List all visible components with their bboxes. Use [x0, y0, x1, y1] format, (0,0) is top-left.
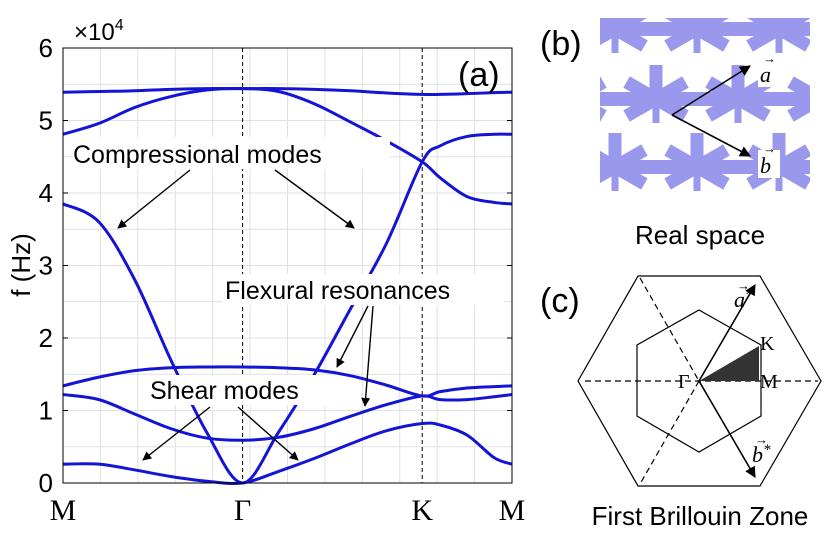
exponent-label: ×104 — [74, 17, 124, 46]
lattice-arm — [820, 82, 830, 99]
vector-a-arrow — [671, 65, 751, 116]
lattice-cell — [705, 65, 771, 123]
point-gamma: Γ — [678, 371, 690, 393]
reciprocal-hexagon-outer — [577, 275, 822, 487]
lattice-cell — [623, 65, 689, 123]
lattice-arm — [600, 150, 619, 173]
vector-b-star-overarrow: → — [755, 432, 768, 447]
lattice-arm — [664, 144, 701, 173]
lattice-cell — [746, 18, 810, 53]
axis-dashed-upper — [639, 277, 700, 382]
lattice-arm — [611, 144, 648, 173]
vector-a-overarrow: → — [763, 51, 776, 66]
dispersion-branch-2 — [62, 393, 513, 442]
shear-arrow-right — [237, 406, 299, 461]
lattice-cell — [600, 18, 648, 53]
dispersion-branch-5 — [62, 87, 513, 206]
dispersion-branch-1 — [62, 421, 513, 486]
lattice-arm — [545, 82, 574, 99]
axis-dashed-lower — [639, 380, 700, 485]
shear-arrow-left — [142, 406, 211, 461]
vector-b-star-arrow — [698, 380, 756, 478]
shear-label-bg — [148, 375, 326, 405]
panel-label-b: (b) — [540, 25, 582, 63]
lattice-arm — [787, 76, 810, 101]
y-axis-ticks: 0 1 2 3 4 5 6 — [39, 33, 512, 498]
y-tick-label: 6 — [39, 33, 53, 63]
y-tick-label: 1 — [39, 396, 53, 426]
lattice-arm — [820, 99, 830, 116]
vector-b-label-bg — [758, 150, 780, 178]
lattice-arm — [652, 76, 689, 105]
lattice-arm — [693, 18, 730, 35]
irreducible-zone — [699, 346, 759, 381]
panel-a: 0 1 2 3 4 5 6 M Γ K M ×104 f (Hz) (a) Compression… — [6, 17, 525, 527]
point-m: M — [760, 371, 778, 393]
panel-label-c: (c) — [540, 282, 580, 320]
compressional-arrow-left — [117, 169, 191, 229]
shear-label: Shear modes — [150, 377, 299, 405]
lattice-arm — [600, 106, 607, 122]
lattice-cells — [545, 18, 830, 191]
dispersion-branch-3 — [62, 365, 513, 398]
vector-a-label-bg — [758, 59, 780, 87]
vector-b-overarrow: → — [763, 141, 776, 156]
panel-label-a: (a) — [458, 56, 500, 94]
panel-c: (c) a* → b* → Γ K M First Brillouin Zone — [540, 275, 822, 531]
dispersion-branch-6 — [62, 87, 513, 97]
y-tick-label: 2 — [39, 323, 53, 353]
lattice-arm — [775, 18, 810, 35]
point-k: K — [760, 333, 775, 355]
lattice-arm — [664, 18, 701, 35]
flexural-arrow-2 — [361, 305, 374, 407]
flexural-label: Flexural resonances — [225, 277, 450, 305]
compressional-label-bg — [72, 137, 390, 169]
x-tick-label: M — [499, 494, 526, 527]
vector-b-arrow — [671, 114, 751, 157]
caption-brillouin-zone: First Brillouin Zone — [592, 501, 809, 531]
lattice-arm — [705, 76, 742, 105]
x-tick-label: K — [411, 494, 433, 527]
vector-a-star-arrow — [698, 284, 756, 382]
y-tick-label: 4 — [39, 178, 53, 208]
y-tick-label: 0 — [39, 468, 53, 498]
panel-b: (b) a → b → Real space — [540, 18, 830, 250]
caption-real-space: Real space — [635, 220, 765, 250]
lattice-arm — [545, 99, 574, 116]
lattice-cell — [545, 76, 607, 122]
x-tick-label: Γ — [234, 494, 251, 527]
symmetry-dividers — [242, 48, 423, 483]
y-tick-label: 5 — [39, 106, 53, 136]
vector-a-star-label: a* — [734, 287, 753, 312]
y-axis-label: f (Hz) — [6, 233, 36, 297]
lattice-cell — [600, 133, 648, 191]
lattice-arm — [693, 144, 730, 173]
lattice-arm — [623, 76, 660, 105]
lattice-arm — [611, 18, 648, 35]
lattice-arm — [746, 18, 783, 35]
vector-b-star-label: b* — [752, 442, 771, 467]
flexural-label-bg — [222, 274, 504, 305]
compressional-label: Compressional modes — [73, 141, 322, 169]
vector-a-star-overarrow: → — [737, 278, 750, 293]
grid — [63, 48, 512, 483]
lattice-cell — [787, 76, 830, 122]
x-tick-label: M — [50, 494, 77, 527]
lattice-cell — [664, 133, 730, 191]
lattice-arm — [600, 18, 619, 35]
vector-b-label: b — [760, 153, 771, 178]
lattice — [545, 18, 830, 191]
y-tick-label: 3 — [39, 251, 53, 281]
lattice-arm — [600, 76, 607, 92]
lattice-cell — [664, 18, 730, 53]
brillouin-zone — [636, 309, 762, 453]
flexural-arrow-1 — [336, 305, 369, 368]
compressional-arrow-right — [274, 169, 355, 229]
lattice-arm — [787, 97, 810, 122]
lattice-arm — [775, 144, 810, 173]
vector-a-label: a — [760, 62, 771, 87]
